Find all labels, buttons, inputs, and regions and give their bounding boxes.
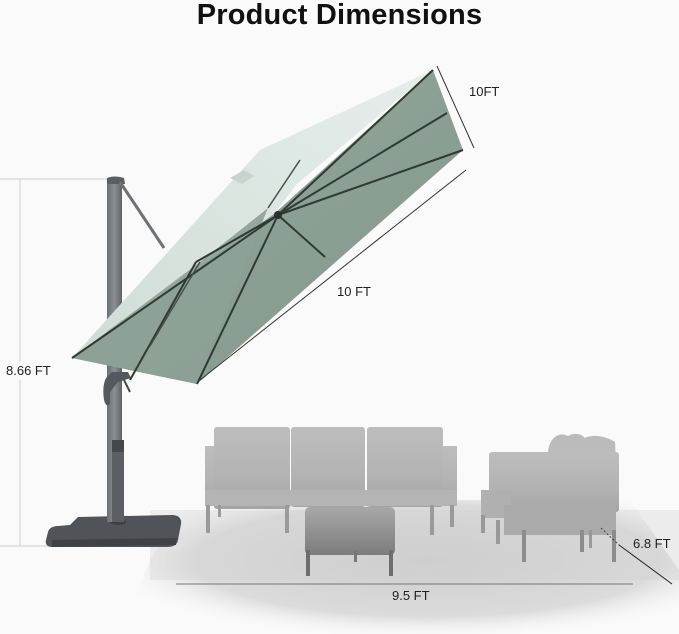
umbrella-canopy bbox=[71, 69, 464, 385]
ottoman-silhouette bbox=[305, 507, 395, 576]
area-depth-label: 6.8 FT bbox=[633, 536, 671, 551]
canopy-width-line bbox=[436, 65, 475, 149]
area-depth-line bbox=[600, 527, 620, 546]
umbrella-base bbox=[45, 515, 182, 547]
page-title: Product Dimensions bbox=[196, 0, 483, 31]
canopy-length-line bbox=[199, 169, 467, 381]
area-width-label: 9.5 FT bbox=[392, 588, 430, 603]
armchair-silhouette bbox=[481, 433, 619, 562]
canopy-length-label: 10 FT bbox=[337, 284, 371, 299]
canopy-width-label: 10FT bbox=[469, 84, 500, 99]
sofa-silhouette bbox=[205, 427, 457, 535]
umbrella-height-label: 8.66 FT bbox=[6, 361, 51, 380]
area-depth-line-solid bbox=[618, 544, 673, 585]
